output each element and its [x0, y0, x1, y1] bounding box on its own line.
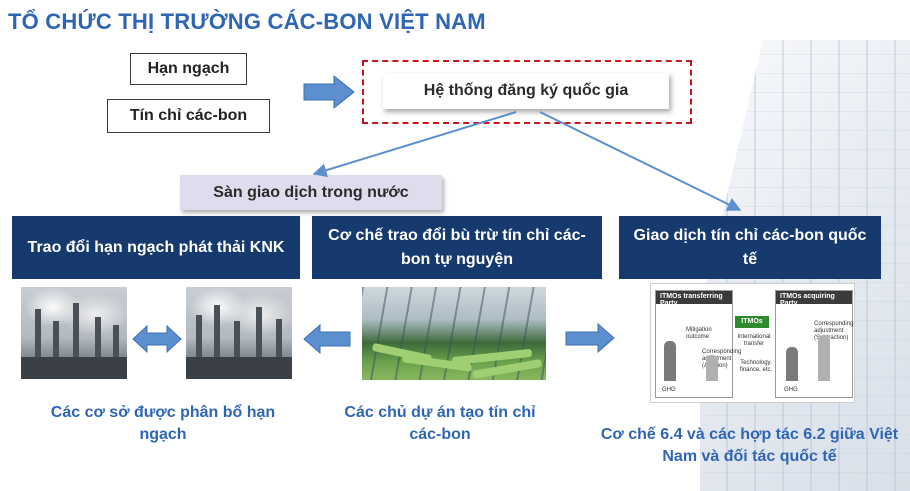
article6-caption: Cơ chế 6.4 và các hợp tác 6.2 giữa Việt …	[600, 426, 899, 465]
acquiring-party-panel: ITMOs acquiring Party Corresponding adju…	[775, 290, 853, 398]
factory-image-1	[21, 287, 127, 379]
quota-box: Hạn ngạch	[130, 53, 247, 85]
right-block-arrow-icon	[303, 74, 355, 110]
voluntary-offset-box: Cơ chế trao đổi bù trừ tín chỉ các-bon t…	[312, 216, 602, 279]
left-block-arrow-icon	[303, 323, 351, 355]
allocated-facilities-caption: Các cơ sở được phân bổ hạn ngạch	[50, 404, 276, 443]
carbon-credit-box: Tín chỉ các-bon	[107, 99, 270, 133]
project-owners-caption: Các chủ dự án tạo tín chỉ các-bon	[344, 404, 536, 443]
factory-image-2	[186, 287, 292, 379]
registry-dashed-frame	[362, 60, 692, 124]
itmos-chip: ITMOs	[735, 316, 769, 328]
international-transfer-label: International transfer	[737, 334, 771, 347]
national-registry-box: Hệ thống đăng ký quốc gia	[383, 73, 669, 109]
transferring-party-panel: ITMOs transferring Party Mitigation outc…	[655, 290, 741, 398]
registry-to-international-arrow	[539, 111, 742, 211]
double-block-arrow-icon	[132, 324, 182, 354]
itmo-transfer-diagram: ITMOs transferring Party Mitigation outc…	[650, 283, 855, 403]
page-title: TỔ CHỨC THỊ TRƯỜNG CÁC-BON VIỆT NAM	[8, 9, 486, 34]
greenhouse-image	[362, 287, 546, 380]
registry-to-domestic-arrow	[312, 111, 517, 177]
right-block-arrow-2-icon	[565, 322, 615, 354]
emission-quota-trading-box: Trao đổi hạn ngạch phát thải KNK	[12, 216, 300, 279]
domestic-exchange-box: Sàn giao dịch trong nước	[180, 175, 442, 210]
international-trading-box: Giao dịch tín chỉ các-bon quốc tế	[619, 216, 881, 279]
tech-finance-label: Technology, finance, etc.	[739, 360, 773, 373]
